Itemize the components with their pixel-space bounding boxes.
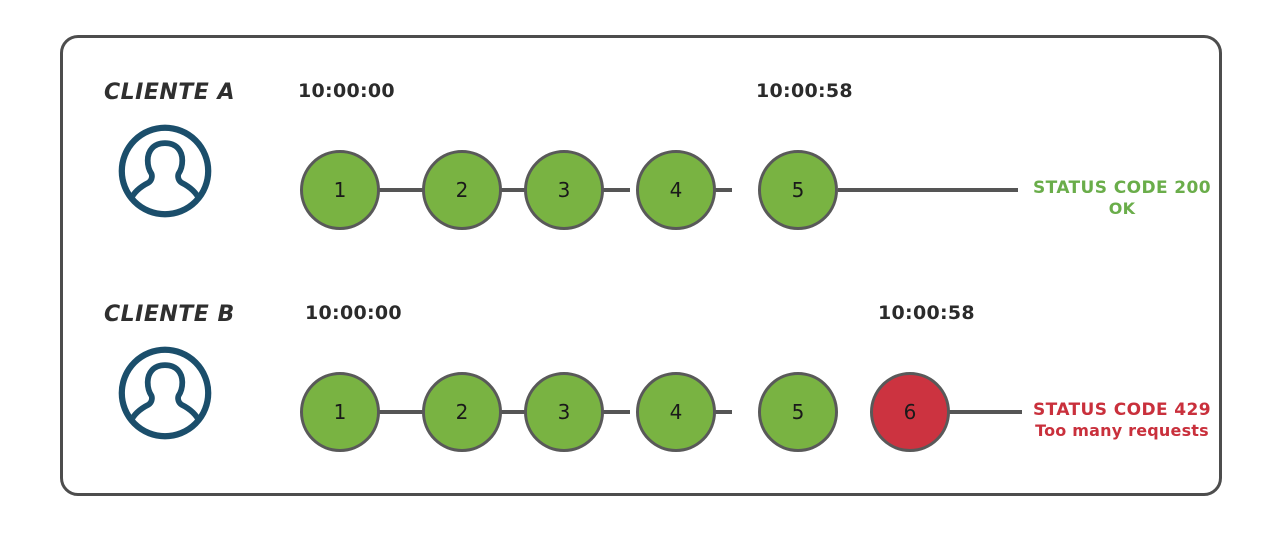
request-node[interactable]: 4 <box>636 372 716 452</box>
timestamp-end-b: 10:00:58 <box>878 302 975 324</box>
request-node[interactable]: 4 <box>636 150 716 230</box>
timestamp-end-a: 10:00:58 <box>756 80 853 102</box>
request-node[interactable]: 2 <box>422 372 502 452</box>
request-node[interactable]: 3 <box>524 372 604 452</box>
connector-2-3 <box>480 410 528 414</box>
status-block-a: STATUS CODE 200 OK <box>1022 178 1222 218</box>
timestamp-start-a: 10:00:00 <box>298 80 395 102</box>
request-node[interactable]: 5 <box>758 150 838 230</box>
status-message-b: Too many requests <box>1035 420 1209 440</box>
status-code-a: STATUS CODE 200 <box>1033 178 1211 198</box>
request-node[interactable]: 2 <box>422 150 502 230</box>
connector-6-status <box>940 410 1022 414</box>
client-label-b: CLIENTE B <box>104 302 235 327</box>
status-message-a: OK <box>1108 198 1136 218</box>
connector-1-2 <box>378 410 426 414</box>
request-node[interactable]: 1 <box>300 372 380 452</box>
user-avatar-icon <box>117 345 213 441</box>
timestamp-start-b: 10:00:00 <box>305 302 402 324</box>
client-label-a: CLIENTE A <box>104 80 236 105</box>
client-row-cliente-b: CLIENTE B 10:00:00 10:00:58 1 2 3 4 5 <box>0 282 1280 542</box>
connector-2-3 <box>480 188 528 192</box>
request-node[interactable]: 3 <box>524 150 604 230</box>
user-avatar-icon <box>117 123 213 219</box>
status-block-b: STATUS CODE 429 Too many requests <box>1022 400 1222 440</box>
connector-5-status <box>838 188 1018 192</box>
request-node-rate-limited[interactable]: 6 <box>870 372 950 452</box>
client-row-cliente-a: CLIENTE A 10:00:00 10:00:58 1 2 3 4 5 <box>0 60 1280 320</box>
connector-3-4 <box>582 410 630 414</box>
connector-1-2 <box>378 188 426 192</box>
status-code-b: STATUS CODE 429 <box>1033 400 1211 420</box>
request-node[interactable]: 1 <box>300 150 380 230</box>
connector-3-4 <box>582 188 630 192</box>
request-node[interactable]: 5 <box>758 372 838 452</box>
